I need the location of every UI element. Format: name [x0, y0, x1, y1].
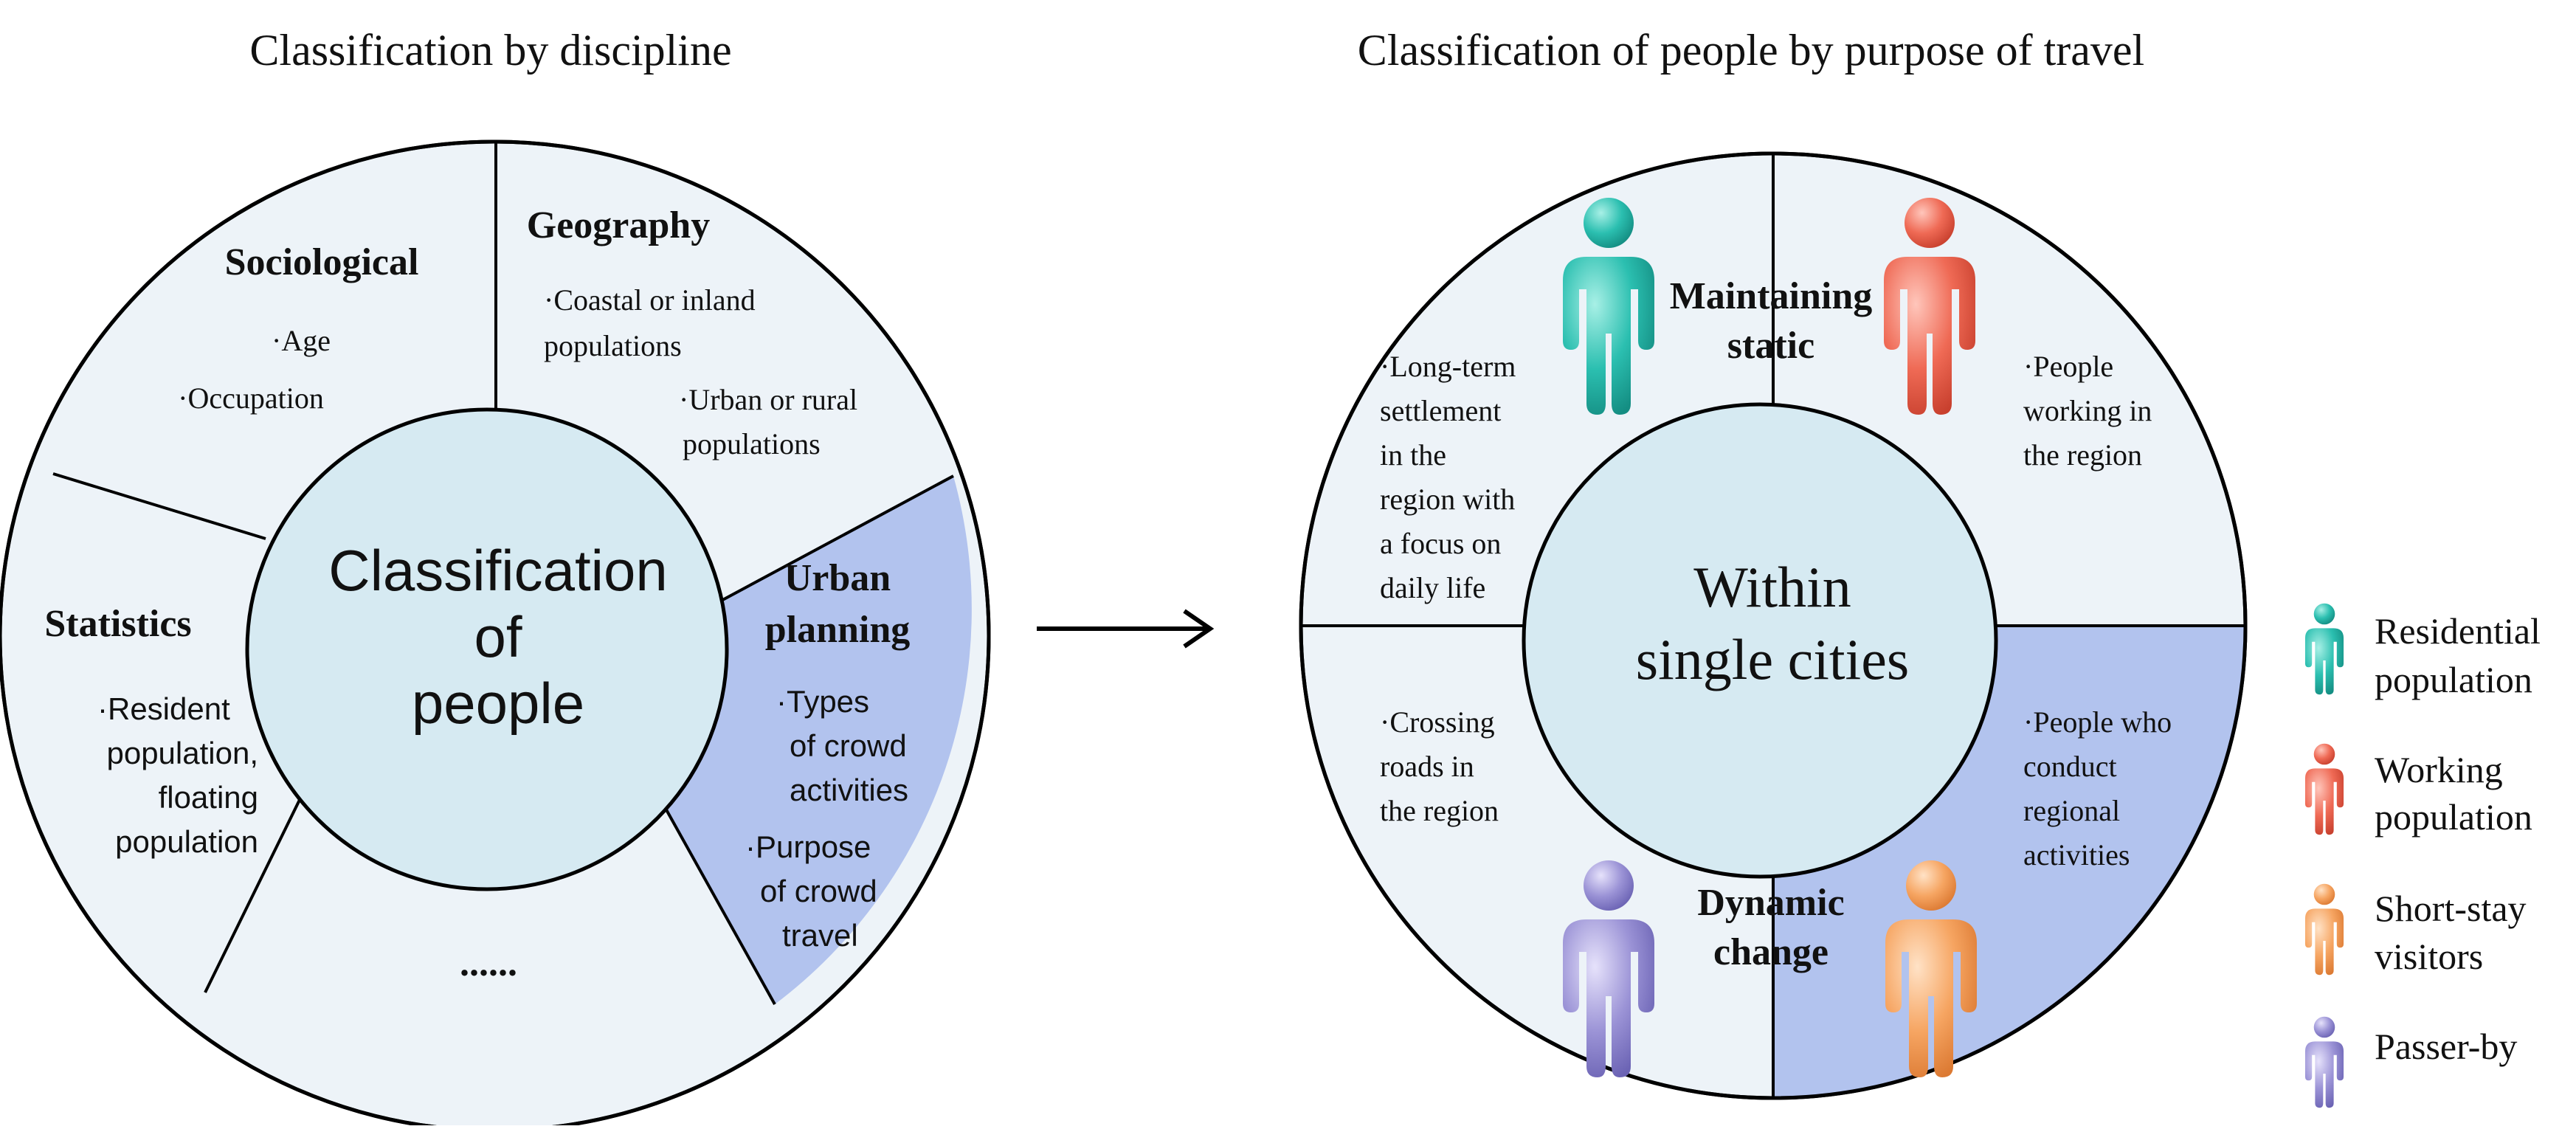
statistics-title: Statistics — [44, 603, 191, 645]
urban-planning-item: ·Types — [776, 684, 869, 719]
right-center-line-2: single cities — [1636, 627, 1909, 691]
right-center-line-1: Within — [1693, 555, 1851, 619]
legend-working-line-2: population — [2375, 796, 2532, 838]
passer-by-person-icon — [2304, 1016, 2344, 1108]
legend-visitors-line-1: Short-stay — [2375, 888, 2527, 929]
regional-activities-text: conduct — [2023, 750, 2117, 783]
left-wheel — [0, 139, 991, 1129]
regional-activities-text: regional — [2023, 794, 2120, 827]
dynamic-change-line-2: change — [1713, 931, 1829, 973]
urban-planning-item: of crowd — [760, 874, 877, 908]
left-center-line-1: Classification — [328, 538, 668, 603]
legend-residential-line-1: Residential — [2375, 610, 2541, 652]
dynamic-change-line-1: Dynamic — [1697, 882, 1844, 924]
right-heading: Classification of people by purpose of t… — [1358, 26, 2144, 75]
geography-item: populations — [683, 427, 821, 460]
legend-working-line-1: Working — [2375, 749, 2503, 790]
sociological-item: ·Occupation — [178, 381, 324, 415]
divider — [204, 763, 319, 993]
long-term-settlement-text: daily life — [1380, 571, 1485, 604]
urban-planning-item: of crowd — [790, 728, 907, 763]
regional-activities-text: ·People who — [2023, 705, 2172, 739]
working-person-icon — [2304, 743, 2344, 835]
left-center-circle — [245, 407, 729, 891]
divider — [52, 472, 266, 540]
urban-planning-title-1: Urban — [784, 557, 891, 599]
left-heading: Classification by discipline — [249, 26, 731, 75]
long-term-settlement-text: ·Long-term — [1380, 350, 1516, 383]
visitor-person-icon — [2304, 883, 2344, 976]
long-term-settlement-text: a focus on — [1380, 527, 1501, 560]
left-center-line-3: people — [412, 671, 584, 736]
right-wheel — [1299, 151, 2248, 1100]
legend: Residential population Working populatio… — [2304, 603, 2541, 1108]
legend-residential-line-2: population — [2375, 659, 2532, 700]
regional-activities-text: activities — [2023, 838, 2130, 871]
urban-planning-title-2: planning — [765, 609, 911, 651]
statistics-item: population — [115, 824, 258, 859]
sociological-item: ·Age — [272, 324, 331, 357]
crossing-roads-text: the region — [1380, 794, 1499, 827]
statistics-item: ·Resident — [97, 691, 230, 726]
urban-planning-item: ·Purpose — [745, 829, 871, 864]
crossing-roads-text: ·Crossing — [1380, 705, 1495, 739]
sociological-title: Sociological — [225, 241, 419, 283]
divider — [663, 805, 776, 1005]
maintaining-static-line-2: static — [1727, 325, 1814, 367]
geography-item: ·Coastal or inland — [544, 283, 756, 317]
long-term-settlement-text: settlement — [1380, 394, 1501, 427]
maintaining-static-line-1: Maintaining — [1670, 275, 1873, 317]
other-ellipsis: ...... — [460, 942, 517, 984]
urban-planning-item: travel — [782, 918, 858, 953]
crossing-roads-text: roads in — [1380, 750, 1474, 783]
geography-item: ·Urban or rural — [679, 383, 857, 416]
divider — [715, 474, 954, 605]
statistics-item: floating — [159, 780, 258, 815]
right-arrow-icon — [1037, 609, 1215, 649]
long-term-settlement-text: region with — [1380, 483, 1515, 516]
right-center-circle — [1522, 402, 1998, 879]
people-working-text: the region — [2023, 438, 2142, 472]
people-working-text: ·People — [2023, 350, 2113, 383]
legend-visitors-line-2: visitors — [2375, 936, 2483, 977]
people-working-text: working in — [2023, 394, 2152, 427]
legend-passer-by: Passer-by — [2375, 1026, 2517, 1067]
statistics-item: population, — [106, 736, 258, 770]
urban-planning-item: activities — [790, 773, 908, 807]
geography-item: populations — [544, 329, 682, 362]
residential-person-icon — [2304, 603, 2344, 695]
urban-planning-segment — [664, 476, 972, 1004]
geography-title: Geography — [527, 204, 710, 246]
left-center-line-2: of — [474, 604, 522, 669]
long-term-settlement-text: in the — [1380, 438, 1446, 472]
